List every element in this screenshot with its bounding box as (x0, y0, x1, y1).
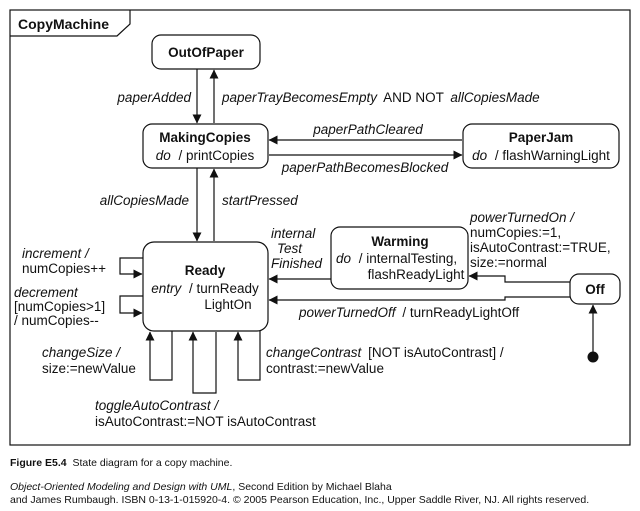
activity-keyword: do (336, 251, 352, 266)
activity-keyword: do (472, 148, 488, 163)
figure-caption-text: State diagram for a copy machine. (72, 457, 233, 469)
label-all-copies-made: allCopiesMade (100, 193, 189, 208)
state-name: MakingCopies (159, 130, 251, 145)
label-internal-test-finished: internal Test Finished (271, 226, 323, 271)
label-toggle-auto-contrast: toggleAutoContrast / isAutoContrast:=NOT… (95, 398, 316, 429)
figure-label: Figure E5.4 (10, 457, 67, 469)
label-decrement: decrement [numCopies>1] / numCopies-- (14, 285, 109, 328)
activity-text: / internalTesting, (359, 251, 457, 266)
state-name: Off (585, 282, 605, 297)
state-name: Warming (371, 234, 428, 249)
svg-text:do / flashWarningLight: do / flashWarningLight (472, 148, 610, 163)
state-warming: Warming do / internalTesting, flashReady… (330, 226, 469, 290)
activity-text: / flashWarningLight (495, 148, 610, 163)
arrow-power-turned-off (268, 295, 570, 305)
diagram-frame (9, 9, 631, 446)
state-ready: Ready entry / turnReady LightOn (142, 241, 269, 332)
loop-decrement (119, 295, 143, 318)
label-power-turned-off: powerTurnedOff / turnReadyLightOff (298, 305, 519, 320)
state-off: Off (569, 273, 621, 305)
activity-text-cont: flashReadyLight (368, 267, 465, 282)
initial-state-dot (587, 351, 599, 363)
credit-line2: and James Rumbaugh. ISBN 0-13-1-015920-4… (10, 494, 590, 506)
frame-title: CopyMachine (18, 16, 109, 32)
label-increment: increment / numCopies++ (22, 246, 106, 276)
svg-text:entry / turnReady: entry / turnReady (151, 281, 259, 296)
state-name: OutOfPaper (168, 45, 245, 60)
activity-keyword: do (156, 148, 172, 163)
label-start-pressed: startPressed (222, 193, 298, 208)
label-change-size: changeSize / size:=newValue (42, 345, 136, 376)
label-power-turned-on: powerTurnedOn / numCopies:=1, isAutoCont… (469, 210, 614, 270)
activity-keyword: entry (151, 281, 182, 296)
label-paper-added: paperAdded (116, 90, 191, 105)
state-paper-jam: PaperJam do / flashWarningLight (462, 123, 620, 169)
label-paper-path-blocked: paperPathBecomesBlocked (281, 160, 449, 175)
state-diagram: CopyMachine OutOfPaper MakingCopies do /… (9, 9, 631, 446)
activity-text: / turnReady (189, 281, 259, 296)
label-paper-tray-empty: paperTrayBecomesEmpty AND NOT allCopiesM… (221, 90, 540, 105)
loop-change-contrast (233, 331, 261, 381)
state-making-copies: MakingCopies do / printCopies (142, 123, 269, 169)
state-out-of-paper: OutOfPaper (151, 34, 261, 70)
label-paper-path-cleared: paperPathCleared (312, 122, 423, 137)
arrow-power-turned-on (468, 271, 570, 283)
svg-text:do / internalTesting,: do / internalTesting, (336, 251, 457, 266)
svg-text:do / printCopies: do / printCopies (156, 148, 255, 163)
copyright-credit: Object-Oriented Modeling and Design with… (10, 481, 635, 507)
loop-increment (119, 257, 143, 279)
loop-toggle-auto-contrast (188, 331, 217, 394)
label-change-contrast: changeContrast [NOT isAutoContrast] / co… (266, 345, 507, 376)
state-name: PaperJam (509, 130, 574, 145)
book-title: Object-Oriented Modeling and Design with… (10, 481, 233, 493)
activity-text: / printCopies (179, 148, 255, 163)
loop-change-size (145, 331, 173, 381)
figure-caption: Figure E5.4 State diagram for a copy mac… (10, 457, 232, 470)
frame-name-tab (10, 10, 131, 37)
credit-line1-rest: , Second Edition by Michael Blaha (232, 481, 392, 493)
activity-text-cont: LightOn (204, 297, 251, 312)
state-name: Ready (185, 263, 226, 278)
